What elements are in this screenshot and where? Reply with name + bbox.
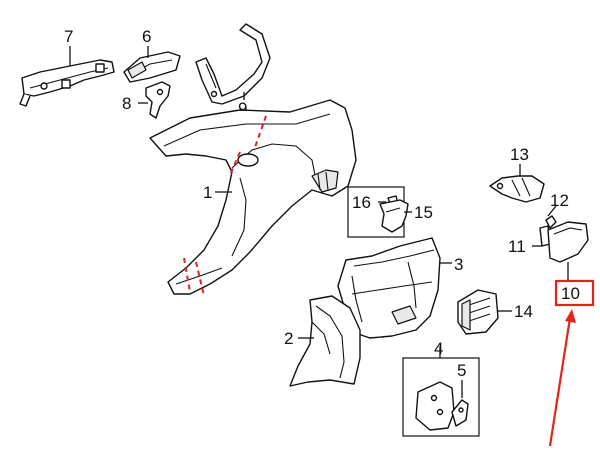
label-5: 5 [457, 361, 466, 380]
label-8: 8 [122, 94, 131, 113]
part-12-spring[interactable] [545, 215, 557, 229]
label-2: 2 [284, 329, 293, 348]
part-2-wheelhouse[interactable] [289, 295, 361, 387]
part-10-fuel-door[interactable] [547, 221, 589, 263]
label-12: 12 [550, 191, 569, 210]
highlight-box-10 [554, 279, 595, 307]
label-3: 3 [454, 255, 463, 274]
part-8-bracket[interactable] [145, 81, 171, 119]
highlight-arrow-line [548, 317, 572, 447]
part-13-hinge[interactable] [489, 175, 545, 203]
label-7: 7 [64, 27, 73, 46]
part-14-vent[interactable] [457, 289, 499, 335]
cut-line-lower-right [195, 261, 205, 297]
label-1: 1 [203, 183, 212, 202]
label-14: 14 [514, 302, 533, 321]
label-10[interactable]: 10 [561, 284, 580, 303]
label-13: 13 [510, 145, 529, 164]
label-16: 16 [352, 193, 371, 212]
part-3-inner-panel[interactable] [337, 237, 441, 339]
part-6-bracket[interactable] [123, 51, 181, 83]
cut-line-upper-left [229, 151, 241, 176]
cut-line-upper-right [253, 115, 267, 151]
part-group-4-box [402, 357, 480, 437]
part-1-quarter-panel[interactable] [149, 99, 357, 295]
label-6: 6 [142, 27, 151, 46]
part-7-bracket[interactable] [19, 59, 115, 107]
part-5-bolt[interactable] [451, 399, 469, 427]
leader-12 [547, 205, 557, 217]
highlight-arrow-head [565, 309, 576, 323]
part-15-mud-guard[interactable] [379, 199, 409, 233]
label-4: 4 [434, 339, 443, 358]
part-9-bracket[interactable] [195, 23, 271, 105]
label-11: 11 [508, 237, 526, 256]
part-4-panel[interactable] [415, 381, 455, 431]
label-15: 15 [414, 203, 433, 222]
label-9: 9 [238, 99, 247, 118]
cut-line-lower-left [183, 257, 191, 293]
